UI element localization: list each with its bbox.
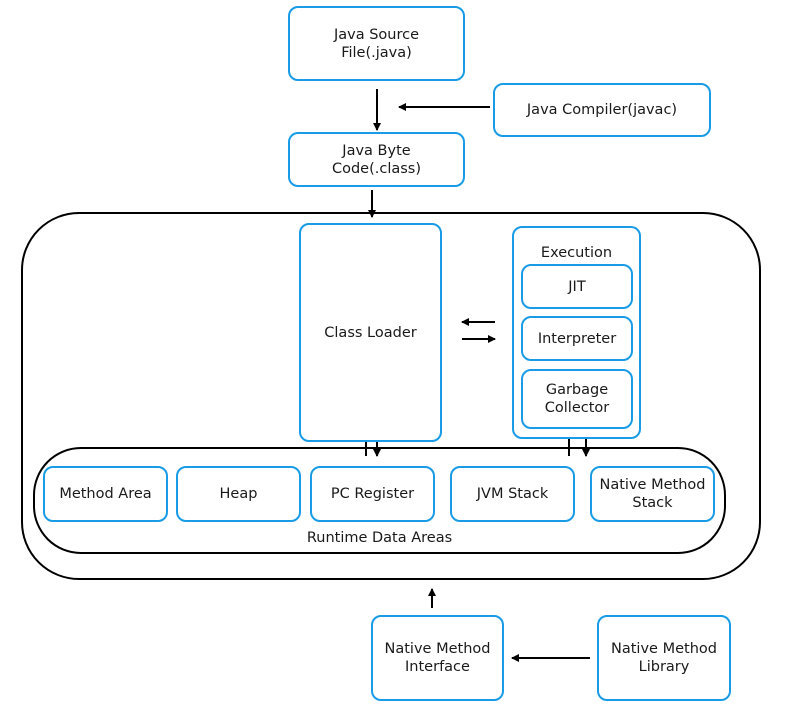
class-loader-box: Class Loader: [299, 223, 442, 442]
runtime-data-areas-container: [33, 447, 726, 554]
jit-box: JIT: [521, 264, 633, 309]
method-area-box: Method Area: [43, 466, 168, 522]
interpreter-box: Interpreter: [521, 316, 633, 361]
jvm-container: [21, 212, 761, 580]
execution-label: Execution: [540, 245, 613, 261]
arrows: [362, 89, 590, 662]
garbage-collector-box: Garbage Collector: [521, 369, 633, 429]
java-source-file-box: Java Source File(.java): [288, 6, 465, 81]
jvm-stack-box: JVM Stack: [450, 466, 575, 522]
native-method-interface-box: Native Method Interface: [371, 615, 504, 701]
native-method-stack-box: Native Method Stack: [590, 466, 715, 522]
java-compiler-box: Java Compiler(javac): [493, 83, 711, 137]
heap-box: Heap: [176, 466, 301, 522]
java-byte-code-box: Java Byte Code(.class): [288, 132, 465, 187]
runtime-data-areas-label: Runtime Data Areas: [306, 530, 453, 546]
pc-register-box: PC Register: [310, 466, 435, 522]
native-method-library-box: Native Method Library: [597, 615, 731, 701]
